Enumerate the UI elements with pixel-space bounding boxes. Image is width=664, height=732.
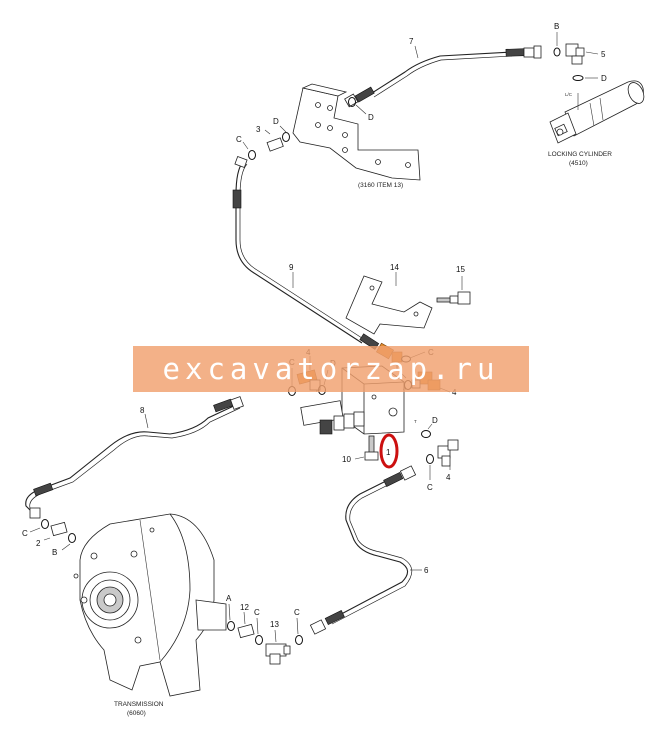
label-b-left: B [52, 548, 57, 557]
elbow-fitting-5 [565, 43, 585, 65]
label-8: 8 [140, 406, 145, 415]
label-10: 10 [342, 455, 351, 464]
seal-a [227, 621, 235, 631]
tee-fitting-13 [265, 643, 291, 665]
label-4-right: 4 [452, 388, 457, 397]
label-1: 1 [386, 448, 391, 457]
label-d-cylinder: D [601, 74, 607, 83]
label-14: 14 [390, 263, 399, 272]
watermark-banner [133, 346, 529, 392]
transmission-caption: TRANSMISSION [114, 701, 164, 708]
label-a: A [226, 594, 232, 603]
port-t-label: T [414, 419, 417, 424]
label-c-right-lower: C [427, 483, 433, 492]
locking-cylinder-number: (4510) [569, 160, 588, 167]
seal-b-left [68, 533, 76, 543]
label-12: 12 [240, 603, 249, 612]
seal-d-3 [282, 132, 290, 142]
label-4-lower: 4 [446, 473, 451, 482]
hose-9 [232, 156, 380, 350]
label-d-3: D [273, 117, 279, 126]
locking-cylinder-caption: LOCKING CYLINDER [548, 151, 612, 158]
seal-d-cylinder [572, 75, 584, 81]
label-c-left: C [22, 529, 28, 538]
seal-c-13 [295, 635, 303, 645]
label-d-bracket: D [368, 113, 374, 122]
label-9: 9 [289, 263, 294, 272]
bracket-reference-caption: (3160 ITEM 13) [358, 182, 403, 189]
highlight-part-1 [379, 433, 399, 469]
transmission-number: (6060) [127, 710, 146, 717]
elbow-fitting-4-lower [437, 439, 459, 467]
label-3: 3 [256, 125, 261, 134]
label-d-lower-block: D [432, 416, 438, 425]
seal-b-top [553, 47, 561, 57]
mounting-bracket [292, 83, 421, 181]
locking-cylinder [549, 80, 645, 144]
seal-d-lower-block [421, 430, 431, 438]
label-c-13: C [294, 608, 300, 617]
hose-7 [344, 45, 542, 108]
hose-6 [309, 465, 417, 635]
label-b-top: B [554, 22, 559, 31]
bolt-15 [436, 291, 471, 305]
seal-c-right-lower [426, 454, 434, 464]
label-2: 2 [36, 539, 41, 548]
label-15: 15 [456, 265, 465, 274]
watermark-text: excavatorzap.ru [162, 352, 500, 386]
support-plate-14 [345, 275, 433, 335]
lc-port-label: L/C [565, 92, 573, 97]
connector-12 [237, 623, 255, 639]
label-c-12: C [254, 608, 260, 617]
seal-d-bracket [348, 97, 356, 107]
seal-c-left [41, 519, 49, 529]
label-6: 6 [424, 566, 429, 575]
label-7: 7 [409, 37, 414, 46]
seal-c-12 [255, 635, 263, 645]
label-13: 13 [270, 620, 279, 629]
hose-8 [25, 396, 244, 519]
screw-10 [364, 435, 379, 461]
label-5: 5 [601, 50, 606, 59]
connector-3 [266, 137, 284, 152]
label-c-3: C [236, 135, 242, 144]
connector-2 [50, 521, 68, 537]
transmission-housing [73, 513, 227, 697]
seal-c-3 [248, 150, 256, 160]
